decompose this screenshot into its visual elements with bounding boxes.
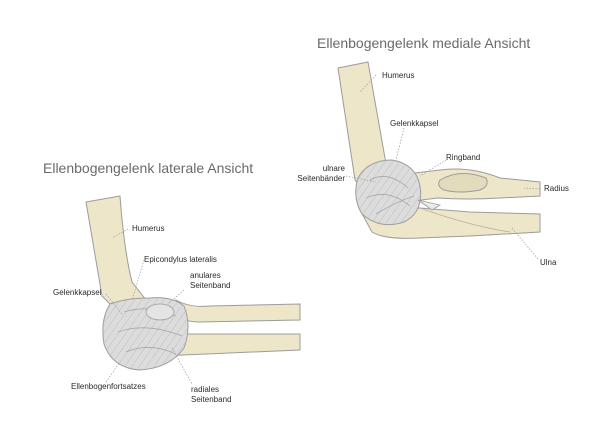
- label-medial-ulnare-seitenbaender: ulnare Seitenbänder: [283, 164, 345, 184]
- label-medial-humerus: Humerus: [382, 71, 415, 80]
- medial-leader-lines: [345, 74, 541, 260]
- label-medial-ulnare-line2: Seitenbänder: [297, 174, 345, 183]
- label-lateral-humerus: Humerus: [132, 224, 165, 233]
- label-lateral-anulares-line2: Seitenband: [190, 281, 231, 290]
- label-medial-ulnare-line1: ulnare: [322, 164, 345, 173]
- lateral-radius-bone: [175, 299, 301, 323]
- label-medial-gelenkkapsel: Gelenkkapsel: [390, 119, 439, 128]
- medial-view-title: Ellenbogengelenk mediale Ansicht: [317, 35, 531, 51]
- label-lateral-ellenbogenfortsatzes: Ellenbogenfortsatzes: [71, 382, 146, 391]
- label-lateral-radiales-line1: radiales: [191, 385, 220, 394]
- lateral-leader-lines: [105, 228, 193, 385]
- label-medial-ulna: Ulna: [540, 258, 557, 267]
- label-lateral-radiales-seitenband: radiales Seitenband: [191, 385, 231, 405]
- lateral-view-title: Ellenbogengelenk laterale Ansicht: [43, 160, 254, 176]
- label-medial-ringband: Ringband: [446, 153, 481, 162]
- medial-ringband-shape: [438, 173, 488, 193]
- medial-view-drawing: [337, 61, 541, 239]
- label-medial-radius: Radius: [544, 184, 569, 193]
- label-lateral-anulares-seitenband: anulares Seitenband: [190, 271, 230, 291]
- label-lateral-radiales-line2: Seitenband: [191, 395, 232, 404]
- lateral-view-drawing: [85, 195, 301, 371]
- label-lateral-epicondylus: Epicondylus lateralis: [144, 255, 217, 264]
- label-lateral-gelenkkapsel: Gelenkkapsel: [53, 288, 102, 297]
- label-lateral-anulares-line1: anulares: [190, 271, 221, 280]
